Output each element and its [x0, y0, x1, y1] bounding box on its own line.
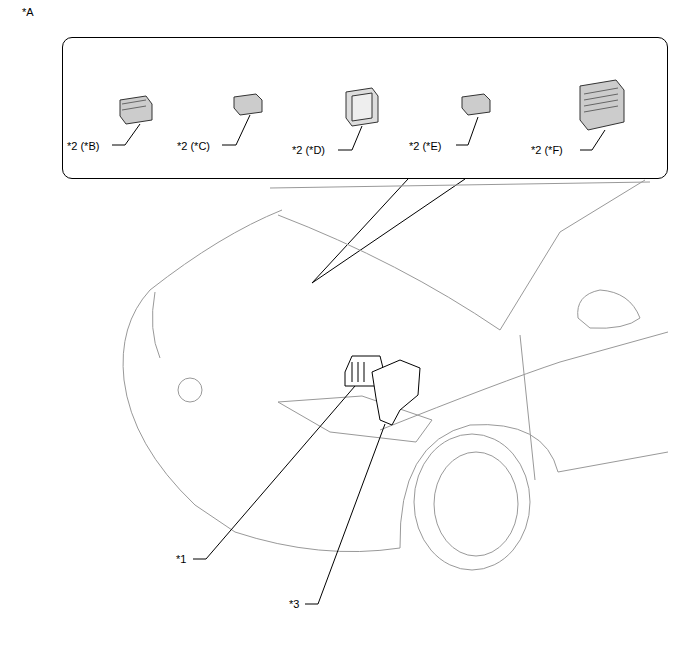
part-label: *2 (*F): [531, 144, 563, 157]
hood-edge: [150, 210, 282, 290]
part-label: *2 (*B): [67, 140, 99, 153]
sill-line: [558, 452, 668, 472]
hood-crease: [152, 292, 160, 358]
leader-line: [338, 126, 362, 150]
inset-box: *2 (*B) *2 (*C) *2 (*D) *2 (*E) *2 (*F): [62, 37, 668, 179]
mirror: [578, 290, 640, 328]
ecu-detail: [352, 93, 372, 121]
wheel: [434, 452, 518, 556]
part-label: *2 (*D): [292, 144, 325, 157]
leader-line: [580, 130, 605, 150]
bumper-bottom: [235, 532, 400, 552]
leader-line: [456, 117, 478, 145]
callout-number: *3: [289, 598, 299, 611]
part-label: *2 (*C): [177, 140, 210, 153]
actuator-assembly: [345, 356, 420, 425]
fog-lamp: [178, 378, 202, 402]
ecu-module: [462, 94, 490, 115]
a-pillar: [500, 180, 645, 330]
callout-wedge: [312, 179, 465, 283]
roof-line: [270, 182, 650, 188]
front-face: [123, 290, 235, 532]
tire: [414, 434, 530, 570]
ecu-detail: [584, 88, 618, 112]
windshield-base: [278, 215, 500, 330]
leader-line: [193, 386, 355, 559]
leader-line: [222, 115, 250, 145]
part-label: *2 (*E): [409, 140, 441, 153]
ecu-module: [580, 80, 624, 130]
ecu-module: [346, 88, 378, 126]
leader-line: [305, 424, 385, 604]
wheel-arch: [400, 425, 558, 548]
actuator-ribs: [352, 362, 364, 382]
leader-line: [112, 124, 140, 145]
fender-line: [380, 332, 668, 430]
leader-lines: [112, 115, 605, 604]
ecu-module: [120, 96, 152, 124]
ecu-module: [234, 94, 262, 115]
ecu-modules: [120, 80, 624, 130]
callout-number: *1: [176, 553, 186, 566]
brake-actuator: [372, 360, 420, 425]
view-label: *A: [22, 6, 34, 19]
door-line: [520, 335, 535, 480]
ecu-detail: [122, 100, 146, 110]
